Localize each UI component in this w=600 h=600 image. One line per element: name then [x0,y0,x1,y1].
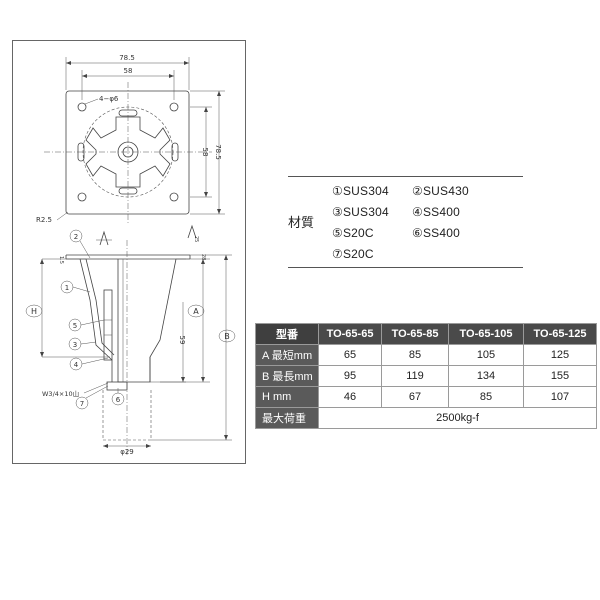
table-cell: 155 [523,365,597,387]
svg-text:2: 2 [74,233,78,241]
material-7: ⑦S20C [332,247,374,261]
dim-1-5: 1.5 [58,256,64,264]
table-cell: 125 [523,344,597,366]
callout-1: 1 [60,280,91,294]
svg-text:4: 4 [74,361,79,369]
dim-top-outer: 78.5 [119,54,135,62]
spec-table: 型番 TO-65-65 TO-65-85 TO-65-105 TO-65-125… [255,323,597,429]
svg-text:6: 6 [116,396,121,404]
material-4: ④SS400 [412,205,460,219]
table-header-row: 型番 TO-65-65 TO-65-85 TO-65-105 TO-65-125 [255,323,597,345]
hole-spec: 4−φ6 [99,95,119,103]
dim-h: H [31,307,37,316]
materials-block: 材質 ①SUS304 ②SUS430 ③SUS304 ④SS400 ⑤S20C … [288,176,523,268]
model-col: TO-65-85 [381,323,449,345]
svg-text:5: 5 [73,322,77,330]
dim-phi29: φ29 [120,448,134,456]
svg-text:7: 7 [80,400,84,408]
row-label-h: H mm [255,386,319,408]
model-header: 型番 [255,323,319,345]
drawing-frame [12,40,246,464]
model-col: TO-65-125 [523,323,597,345]
dim-28: 28 [200,254,206,260]
table-cell: 95 [318,365,382,387]
materials-label: 材質 [288,215,315,230]
materials-bottom-rule [288,267,523,268]
material-6: ⑥SS400 [412,226,460,240]
side-view: φ29 25 1.5 28 H 59 A [25,224,236,456]
dim-a: A [193,307,199,316]
table-cell: 134 [448,365,524,387]
callout-3: 3 [68,337,97,351]
material-5: ⑤S20C [332,226,374,240]
dim-b: B [224,332,230,341]
svg-text:3: 3 [73,341,77,349]
radius-label: R2.5 [36,216,52,224]
table-cell: 105 [448,344,524,366]
model-col: TO-65-65 [318,323,382,345]
table-row: B 最長mm 95 119 134 155 [255,365,597,387]
row-label-a: A 最短mm [255,344,319,366]
table-cell: 85 [381,344,449,366]
table-row: A 最短mm 65 85 105 125 [255,344,597,366]
material-1: ①SUS304 [332,184,389,198]
callout-7: 7 [75,385,109,410]
row-label-b: B 最長mm [255,365,319,387]
dim-59: 59 [178,336,186,345]
dim-side-outer: 78.5 [214,144,222,160]
thread-spec: W3/4×10山 [42,389,79,398]
dim-top-inner: 58 [124,67,133,75]
table-cell: 67 [381,386,449,408]
table-cell: 107 [523,386,597,408]
callout-5: 5 [68,318,105,332]
table-cell: 119 [381,365,449,387]
table-cell: 85 [448,386,524,408]
model-col: TO-65-105 [448,323,524,345]
table-row: H mm 46 67 85 107 [255,386,597,408]
row-label-max-load: 最大荷重 [255,407,319,429]
material-3: ③SUS304 [332,205,389,219]
table-cell: 65 [318,344,382,366]
materials-top-rule [288,176,523,177]
material-2: ②SUS430 [412,184,469,198]
callout-2: 2 [69,229,91,259]
dim-25: 25 [193,236,199,242]
callout-4: 4 [69,357,109,371]
max-load-value: 2500kg-f [318,407,597,429]
dim-side-inner: 58 [201,148,209,157]
callout-6: 6 [111,388,125,406]
top-view: 78.5 58 4−φ6 58 [36,54,225,225]
table-row: 最大荷重 2500kg-f [255,407,597,429]
svg-text:1: 1 [65,284,69,292]
table-cell: 46 [318,386,382,408]
